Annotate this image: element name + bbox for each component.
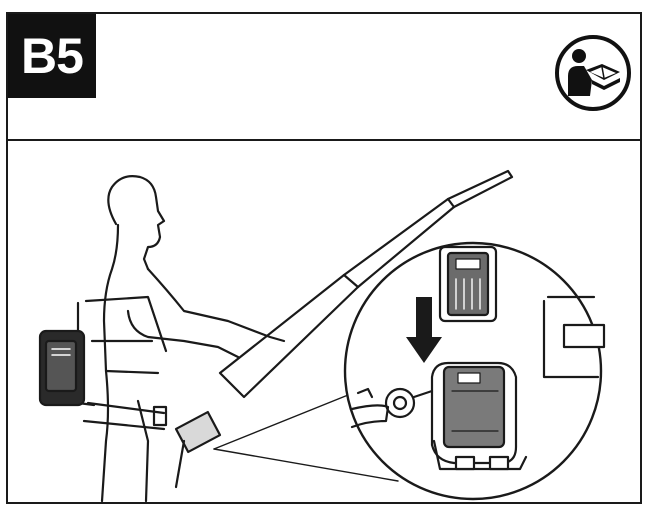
detail-battery-pack bbox=[438, 245, 498, 323]
backpack-battery bbox=[38, 329, 86, 407]
backpack-frame bbox=[76, 295, 168, 431]
arrow-down-icon bbox=[406, 297, 442, 363]
step-header: B5 bbox=[8, 14, 640, 141]
pole-tool bbox=[174, 169, 514, 489]
battery-installation-illustration bbox=[8, 141, 640, 502]
instruction-frame: B5 bbox=[6, 12, 642, 504]
step-badge: B5 bbox=[8, 14, 96, 98]
detail-frame-part bbox=[542, 295, 606, 379]
zoom-lines bbox=[213, 390, 399, 482]
detail-hose-connector bbox=[350, 387, 434, 429]
read-manual-icon bbox=[555, 35, 631, 111]
operator-figure bbox=[100, 175, 286, 502]
illustration-canvas bbox=[38, 169, 606, 502]
detail-battery-dock bbox=[430, 361, 528, 471]
